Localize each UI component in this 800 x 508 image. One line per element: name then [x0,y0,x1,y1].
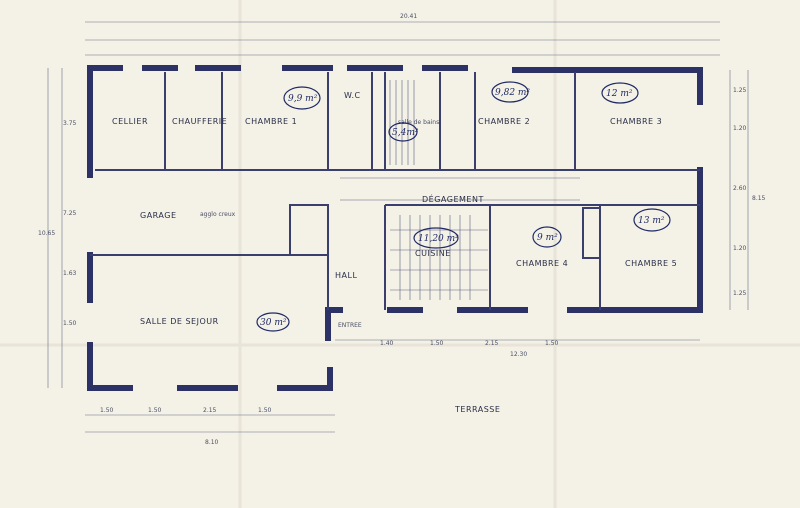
area-cuisine: 11,20 m² [418,234,459,244]
area-chambre2: 9,82 m² [495,88,530,98]
mid-dim-1: 1.40 [380,340,394,347]
mid-dim-3: 2.15 [485,340,499,347]
right-dim-1: 1.25 [733,87,747,94]
left-dim-1: 3.75 [63,120,77,127]
room-label-sejour: SALLE DE SEJOUR [140,317,219,326]
area-sejour: 30 m² [260,318,287,328]
room-label-salle-bains: salle de bains [398,119,439,126]
area-circle-chambre4 [532,226,562,248]
right-dim-4: 1.20 [733,245,747,252]
room-label-chaufferie: CHAUFFERIE [172,117,227,126]
mid-dim-2: 1.50 [430,340,444,347]
mid-dim-4: 1.50 [545,340,559,347]
room-label-chambre2: CHAMBRE 2 [478,117,530,126]
bottom-total-right: 12.30 [510,351,527,358]
room-label-chambre3: CHAMBRE 3 [610,117,662,126]
room-label-chambre1: CHAMBRE 1 [245,117,297,126]
left-dim-4: 1.50 [63,320,77,327]
area-chambre3: 12 m² [606,89,633,99]
area-salle-bains: 5,4m² [392,128,419,138]
right-dim-3: 2.60 [733,185,747,192]
area-circle-chambre5 [633,208,671,232]
room-label-degagement: DÉGAGEMENT [422,193,484,204]
room-label-chambre4: CHAMBRE 4 [516,259,568,268]
area-circle-sejour [256,312,290,332]
room-label-garage: GARAGE [140,211,177,220]
room-label-cuisine: CUISINE [415,249,451,258]
room-label-entree: ENTREE [338,322,362,329]
area-chambre4: 9 m² [537,233,558,243]
room-label-wc: W.C [344,91,361,100]
room-label-chambre5: CHAMBRE 5 [625,259,677,268]
right-dim-2: 1.20 [733,125,747,132]
room-label-cellier: CELLIER [112,117,148,126]
top-total-dim: 20.41 [400,13,417,20]
bottom-dim-3: 2.15 [203,407,217,414]
area-circle-chambre1 [283,86,321,110]
bottom-dim-4: 1.50 [258,407,272,414]
left-total: 10.65 [38,230,55,237]
area-circle-chambre3 [601,82,639,104]
bottom-dim-1: 1.50 [100,407,114,414]
right-dim-5: 1.25 [733,290,747,297]
room-label-terrasse: TERRASSE [454,405,500,414]
area-chambre5: 13 m² [638,216,665,226]
area-chambre1: 9,9 m² [288,94,318,104]
room-label-hall: HALL [335,271,357,280]
left-dim-3: 1.63 [63,270,77,277]
bottom-dim-2: 1.50 [148,407,162,414]
garage-note: agglo creux [200,211,236,218]
right-total: 8.15 [752,195,766,202]
area-circle-salle-bains [388,122,418,142]
area-circle-chambre2 [491,81,529,103]
bottom-total-left: 8.10 [205,439,219,446]
left-dim-2: 7.25 [63,210,77,217]
area-circle-cuisine [413,227,459,249]
